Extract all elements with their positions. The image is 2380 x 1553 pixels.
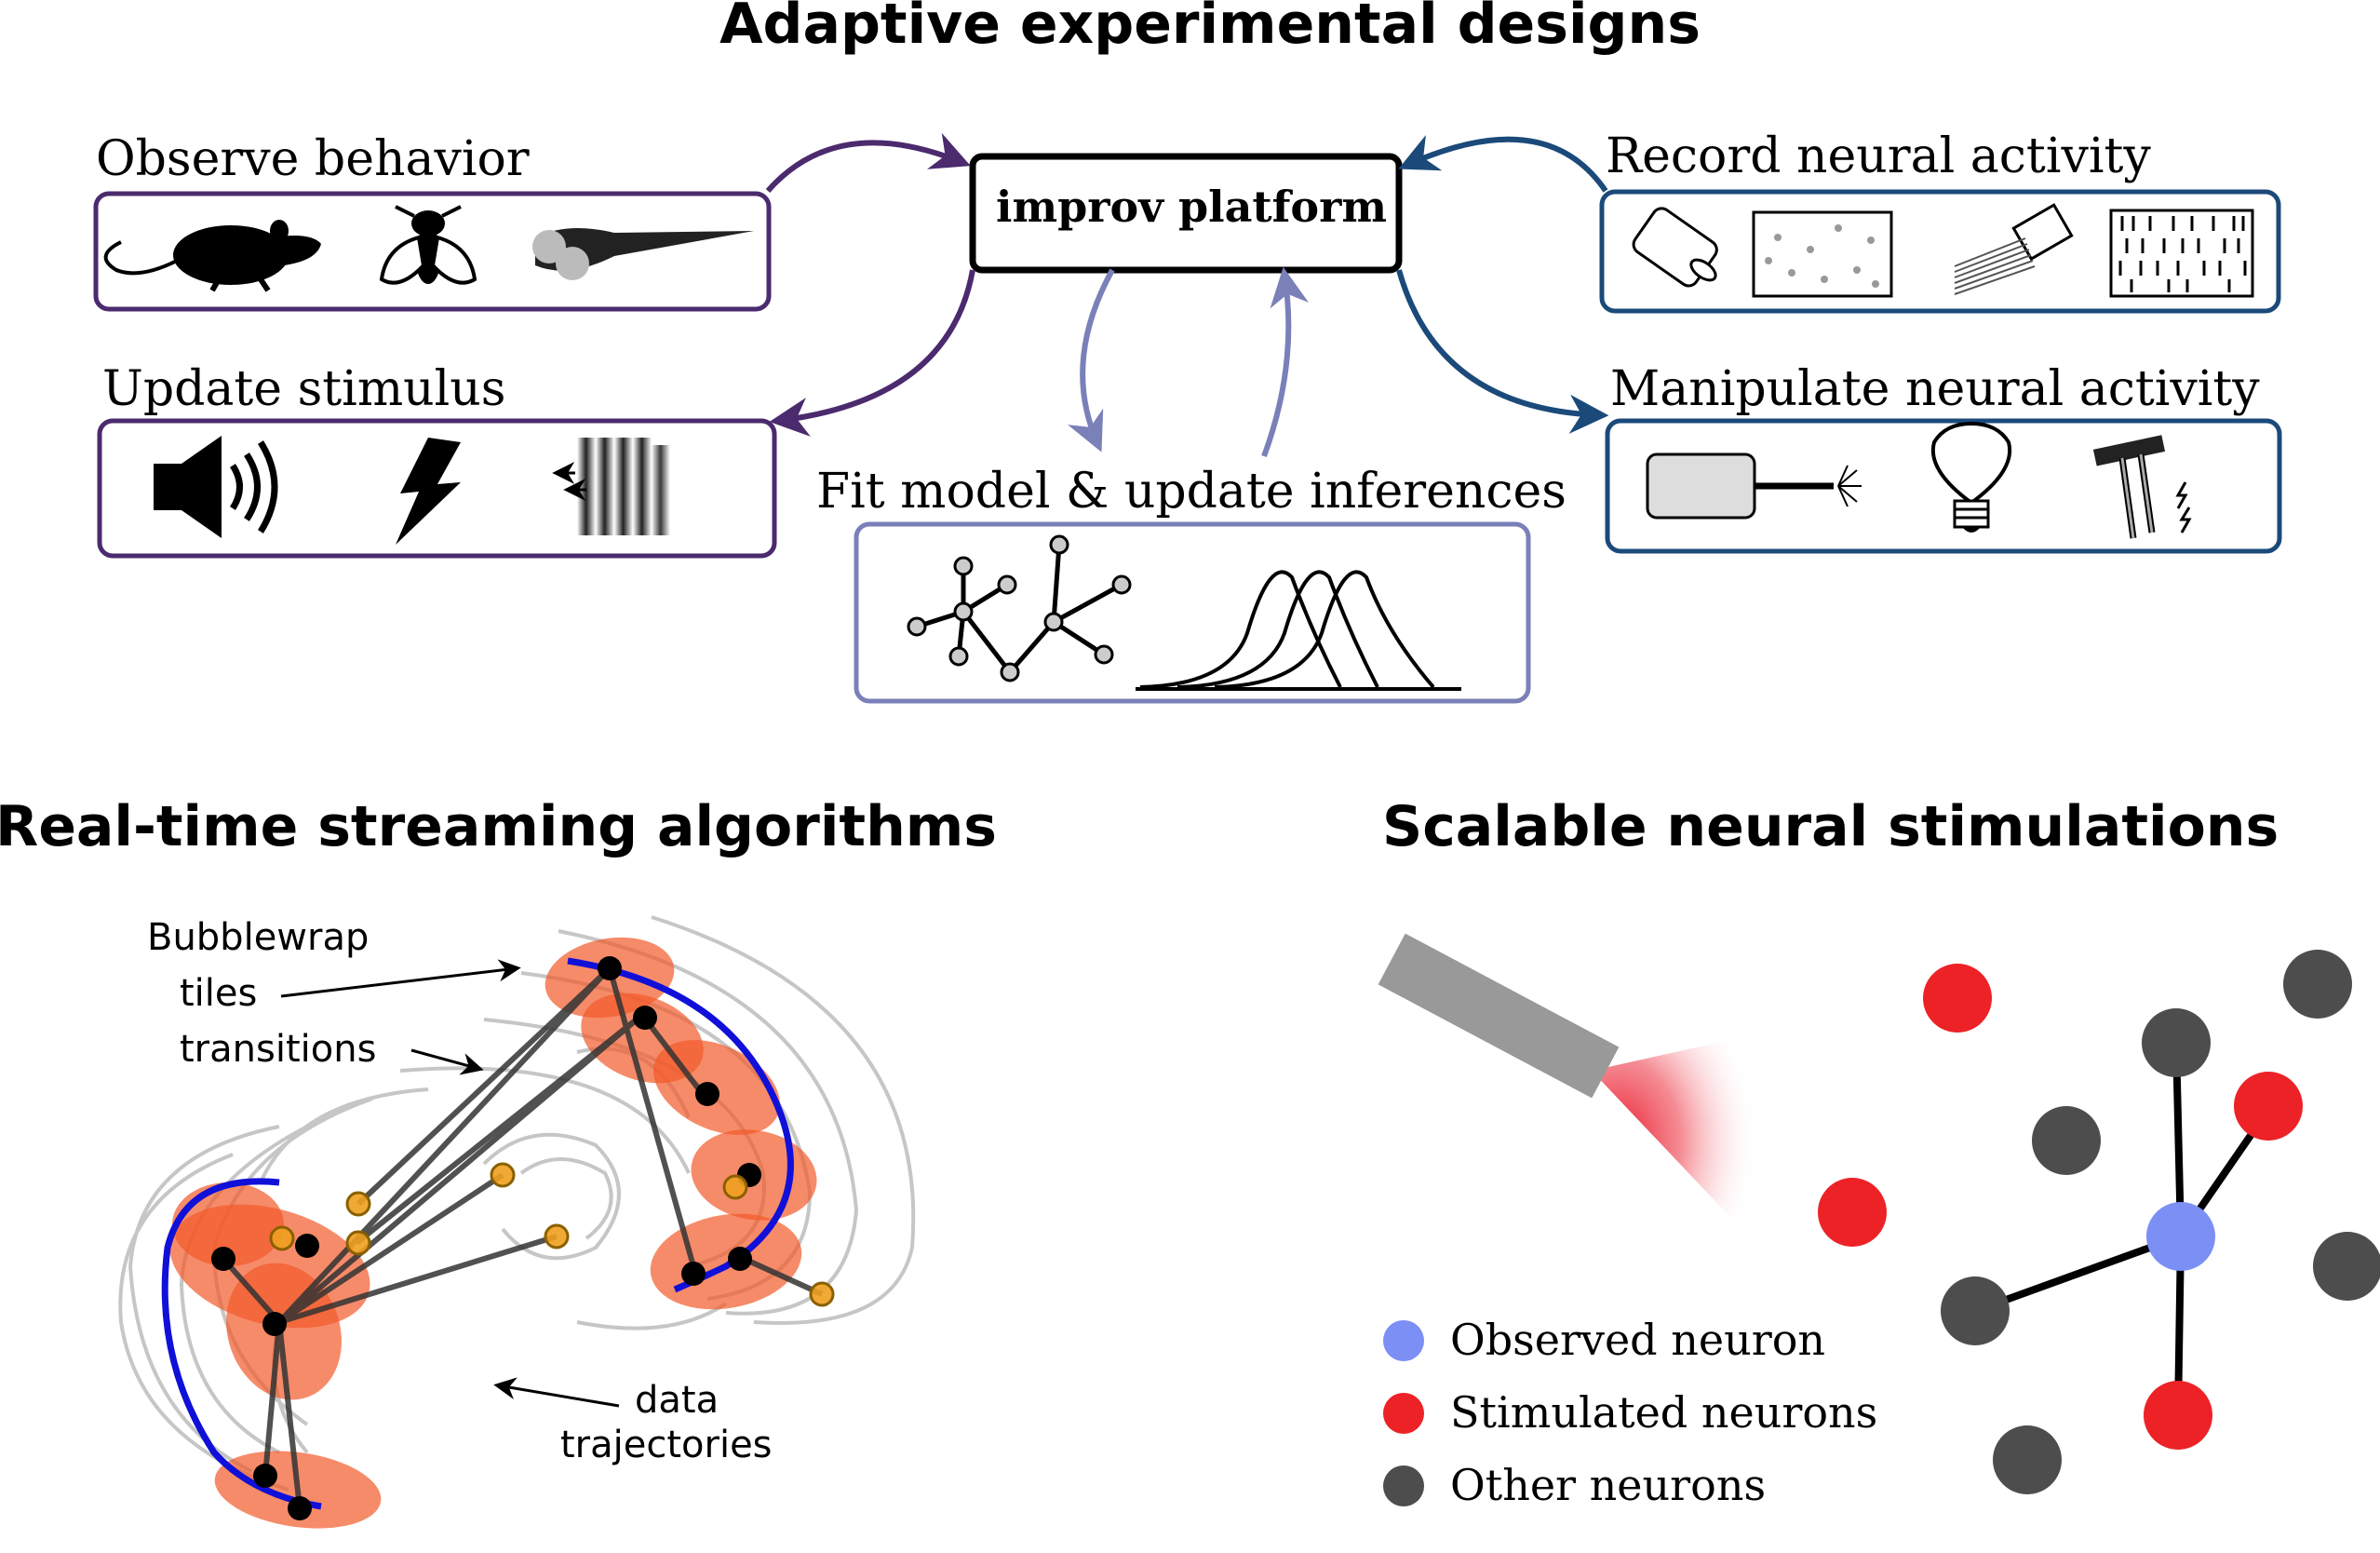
right-title: Scalable neural stimulations xyxy=(1382,794,2279,859)
top-title: Adaptive experimental designs xyxy=(719,0,1701,57)
other-neuron xyxy=(2283,950,2352,1019)
arrow-observe-to-platform xyxy=(765,132,971,193)
network-edges xyxy=(1973,1042,2272,1416)
stimulated-neuron xyxy=(2234,1072,2303,1141)
lightbulb-icon xyxy=(1930,421,2012,533)
zebrafish-icon xyxy=(532,228,754,280)
legend-label-other: Other neurons xyxy=(1450,1460,1766,1510)
legend-label-observed: Observed neuron xyxy=(1450,1315,1825,1365)
neurons xyxy=(1818,950,2380,1494)
arrow-platform-to-update xyxy=(769,269,975,437)
legend-swatch-observed xyxy=(1383,1320,1424,1361)
grating-icon xyxy=(552,438,670,535)
stim-electrode-icon xyxy=(2092,435,2192,539)
graph-node xyxy=(907,534,1132,682)
blue-trajectory xyxy=(161,957,794,1510)
other-neuron xyxy=(2142,1008,2211,1077)
label-bubblewrap: Bubblewrap xyxy=(147,916,369,959)
stimulated-neuron xyxy=(2144,1381,2212,1450)
update-label: Update stimulus xyxy=(102,361,505,417)
label-transitions: transitions xyxy=(180,1028,376,1071)
platform-label: improv platform xyxy=(996,182,1387,232)
update-box xyxy=(97,418,777,559)
legend-swatch-other xyxy=(1383,1465,1424,1506)
other-neuron xyxy=(1993,1425,2062,1494)
annotation-arrows xyxy=(280,959,620,1408)
stimulated-neuron xyxy=(1818,1178,1887,1247)
observed-neuron xyxy=(2146,1202,2215,1271)
record-label: Record neural activity xyxy=(1606,128,2151,184)
other-neuron xyxy=(1941,1276,2010,1345)
observe-box xyxy=(93,191,772,312)
label-trajectories: trajectories xyxy=(560,1424,773,1466)
probe-icon xyxy=(1954,203,2074,295)
label-data: data xyxy=(635,1379,719,1422)
imaging-field-icon xyxy=(1752,210,1893,298)
left-title: Real-time streaming algorithms xyxy=(0,794,997,859)
label-tiles: tiles xyxy=(180,972,257,1015)
record-box xyxy=(1599,189,2281,314)
arrow-platform-to-manipulate xyxy=(1396,269,1609,434)
manipulate-label: Manipulate neural activity xyxy=(1610,361,2260,417)
other-neuron xyxy=(2313,1232,2380,1301)
light-probe xyxy=(1378,933,1759,1248)
mouse-icon xyxy=(103,220,321,292)
speaker-icon xyxy=(154,436,278,538)
arrow-record-to-platform xyxy=(1398,135,1608,193)
gaussian-curves-icon xyxy=(1136,570,1461,691)
fly-icon xyxy=(379,205,477,285)
legend-swatch-stimulated xyxy=(1383,1393,1424,1434)
lightning-icon xyxy=(396,438,461,545)
transitions xyxy=(221,966,824,1509)
arrow-platform-to-fit xyxy=(1067,268,1115,452)
manipulate-box xyxy=(1605,418,2282,554)
platform-box: improv platform xyxy=(969,153,1403,274)
tile-centers xyxy=(211,956,761,1520)
spike-raster-icon xyxy=(2109,209,2254,298)
arrow-fit-to-platform xyxy=(1261,266,1309,458)
observe-label: Observe behavior xyxy=(96,131,530,187)
laser-icon xyxy=(1646,452,1862,520)
legend-label-stimulated: Stimulated neurons xyxy=(1450,1387,1877,1438)
stimulated-neuron xyxy=(1923,964,1992,1033)
fit-box xyxy=(854,521,1531,704)
gold-nodes xyxy=(269,1162,835,1307)
fit-label: Fit model & update inferences xyxy=(816,464,1566,520)
other-neuron xyxy=(2032,1106,2101,1175)
legend: Observed neuron Stimulated neurons Other… xyxy=(1383,1315,1877,1510)
objective-icon xyxy=(1632,207,1718,288)
flow-arrows xyxy=(765,132,1609,458)
